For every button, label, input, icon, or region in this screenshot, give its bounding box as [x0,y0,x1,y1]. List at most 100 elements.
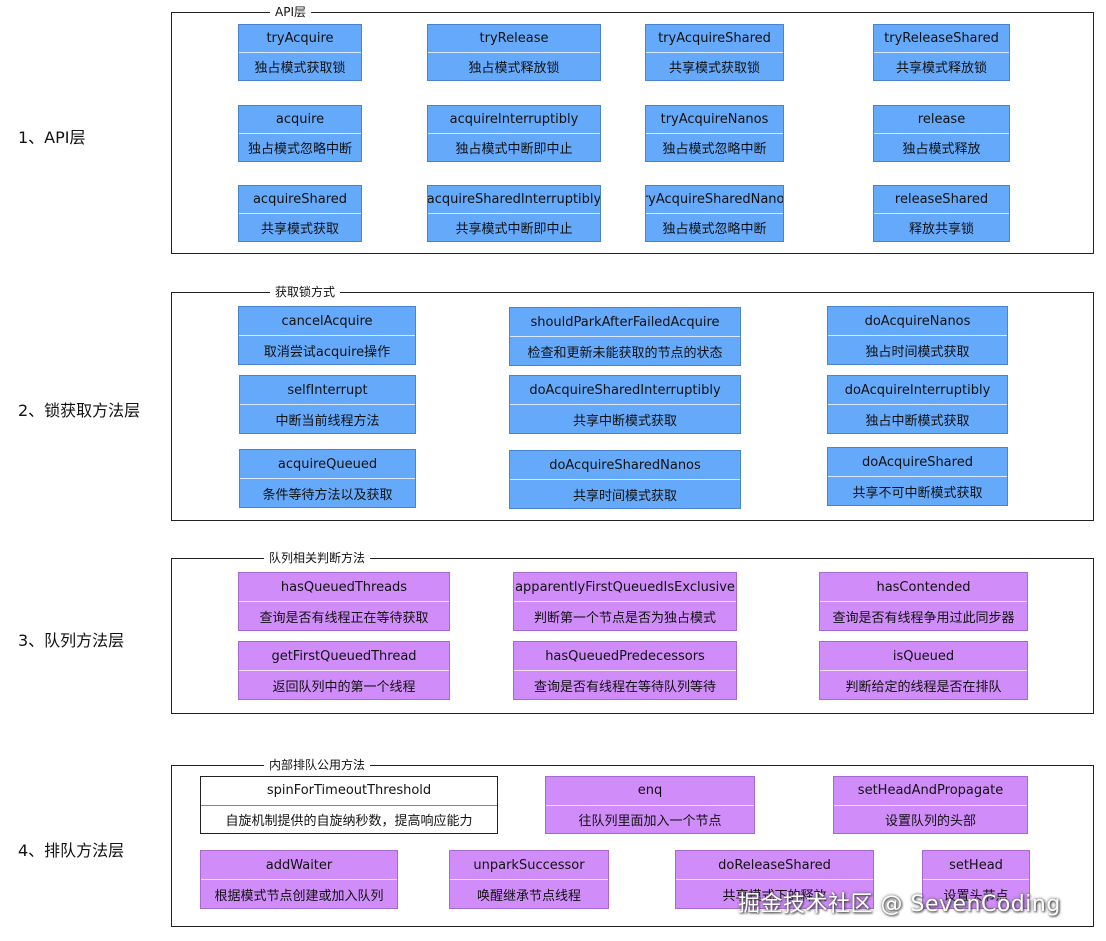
frame-title-lock-acquire: 获取锁方式 [270,284,341,300]
frame-api-layer: API层 [171,4,1094,254]
method-card-enq: enq 往队列里面加入一个节点 [545,776,755,834]
method-name: isQueued [820,642,1027,671]
method-card-do-release-shared: doReleaseShared 共享模式下的释放 [675,850,874,909]
method-card-has-contended: hasContended 查询是否有线程争用过此同步器 [819,572,1028,631]
method-card-should-park-after-failed-acquire: shouldParkAfterFailedAcquire 检查和更新未能获取的节点… [509,307,741,366]
method-name: spinForTimeoutThreshold [201,777,497,806]
method-card-set-head-and-propagate: setHeadAndPropagate 设置队列的头部 [833,776,1028,834]
method-description: 设置头节点 [943,888,1009,904]
frame-title-api: API层 [270,4,311,20]
method-name: acquireShared [239,186,361,214]
method-description: 共享模式下的释放 [722,888,827,904]
watermark: 掘金技术社区 @ SevenCoding [738,892,1061,917]
frame-lock-acquire-layer: 获取锁方式 [171,284,1094,521]
method-description: 检查和更新未能获取的节点的状态 [527,345,723,361]
method-name: doAcquireShared [828,448,1007,477]
method-card-unpark-successor: unparkSuccessor 唤醒继承节点线程 [449,850,609,909]
method-name: hasQueuedThreads [239,573,449,602]
method-card-has-queued-threads: hasQueuedThreads 查询是否有线程正在等待获取 [238,572,450,631]
method-card-is-queued: isQueued 判断给定的线程是否在排队 [819,641,1028,700]
method-name: acquireInterruptibly [428,106,600,134]
method-name: doAcquireInterruptibly [828,376,1007,405]
method-description: 查询是否有线程在等待队列等待 [533,679,716,695]
method-card-acquire-interruptibly: acquireInterruptibly 独占模式中断即中止 [427,105,601,162]
method-description: 根据模式节点创建或加入队列 [214,888,384,904]
method-description: 独占中断模式获取 [865,413,970,429]
method-card-get-first-queued-thread: getFirstQueuedThread 返回队列中的第一个线程 [238,641,450,700]
method-card-acquire: acquire 独占模式忽略中断 [238,105,362,162]
method-card-try-release: tryRelease 独占模式释放锁 [427,24,601,81]
method-description: 查询是否有线程正在等待获取 [259,610,429,626]
method-name: acquireQueued [240,450,415,479]
method-name: hasQueuedPredecessors [514,642,736,671]
method-description: 独占模式忽略中断 [662,142,767,157]
method-card-add-waiter: addWaiter 根据模式节点创建或加入队列 [200,850,398,909]
method-card-self-interrupt: selfInterrupt 中断当前线程方法 [239,375,416,434]
method-name: doReleaseShared [676,851,873,880]
method-name: getFirstQueuedThread [239,642,449,671]
method-card-acquire-queued: acquireQueued 条件等待方法以及获取 [239,449,416,508]
frame-title-queue: 队列相关判断方法 [264,550,371,566]
method-description: 判断给定的线程是否在排队 [845,679,1002,695]
method-description: 查询是否有线程争用过此同步器 [832,610,1015,626]
method-card-spin-for-timeout-threshold: spinForTimeoutThreshold 自旋机制提供的自旋纳秒数，提高响应… [200,776,498,834]
frame-enqueue-layer: 内部排队公用方法 [171,757,1094,927]
method-description: 往队列里面加入一个节点 [578,813,722,829]
method-description: 独占模式中断即中止 [455,142,573,157]
method-description: 唤醒继承节点线程 [476,888,581,904]
method-description: 释放共享锁 [908,222,974,237]
method-name: apparentlyFirstQueuedIsExclusive [514,573,736,602]
method-card-do-acquire-shared: doAcquireShared 共享不可中断模式获取 [827,447,1008,506]
method-name: setHeadAndPropagate [834,777,1027,806]
layer-label-api: 1、API层 [18,128,86,147]
method-name: hasContended [820,573,1027,602]
frame-queue-layer: 队列相关判断方法 [171,550,1094,714]
method-card-has-queued-predecessors: hasQueuedPredecessors 查询是否有线程在等待队列等待 [513,641,737,700]
method-name: unparkSuccessor [450,851,608,880]
method-name: tryAcquireNanos [646,106,783,134]
layer-label-lock-acquire: 2、锁获取方法层 [18,401,141,420]
method-name: enq [546,777,754,806]
method-description: 独占模式忽略中断 [247,142,352,157]
method-description: 独占模式忽略中断 [662,222,767,237]
method-name: shouldParkAfterFailedAcquire [510,308,740,337]
layer-label-enqueue: 4、排队方法层 [18,841,125,860]
method-name: doAcquireNanos [828,307,1007,336]
method-name: tryAcquire [239,25,361,53]
method-description: 中断当前线程方法 [275,413,380,429]
method-name: acquire [239,106,361,134]
method-description: 独占模式释放锁 [468,61,560,76]
method-description: 共享模式中断即中止 [455,222,573,237]
method-description: 共享时间模式获取 [572,488,677,504]
frame-title-enqueue: 内部排队公用方法 [264,757,371,773]
layer-label-queue: 3、队列方法层 [18,631,125,650]
method-description: 自旋机制提供的自旋纳秒数，提高响应能力 [225,813,473,829]
method-name: addWaiter [201,851,397,880]
method-card-try-acquire-nanos: tryAcquireNanos 独占模式忽略中断 [645,105,784,162]
method-description: 返回队列中的第一个线程 [272,679,416,695]
method-description: 共享模式获取锁 [668,61,760,76]
method-name: release [874,106,1009,134]
method-name: doAcquireSharedNanos [510,451,740,480]
method-card-try-acquire-shared: tryAcquireShared 共享模式获取锁 [645,24,784,81]
method-name: setHead [923,851,1029,880]
method-name: tryAcquireShared [646,25,783,53]
method-name: selfInterrupt [240,376,415,405]
method-description: 独占模式释放 [902,142,981,157]
method-description: 条件等待方法以及获取 [262,487,393,503]
method-name: tryReleaseShared [874,25,1009,53]
method-name: tryRelease [428,25,600,53]
method-card-do-acquire-interruptibly: doAcquireInterruptibly 独占中断模式获取 [827,375,1008,434]
method-description: 共享不可中断模式获取 [852,485,983,501]
method-description: 设置队列的头部 [884,813,976,829]
method-card-do-acquire-shared-nanos: doAcquireSharedNanos 共享时间模式获取 [509,450,741,509]
